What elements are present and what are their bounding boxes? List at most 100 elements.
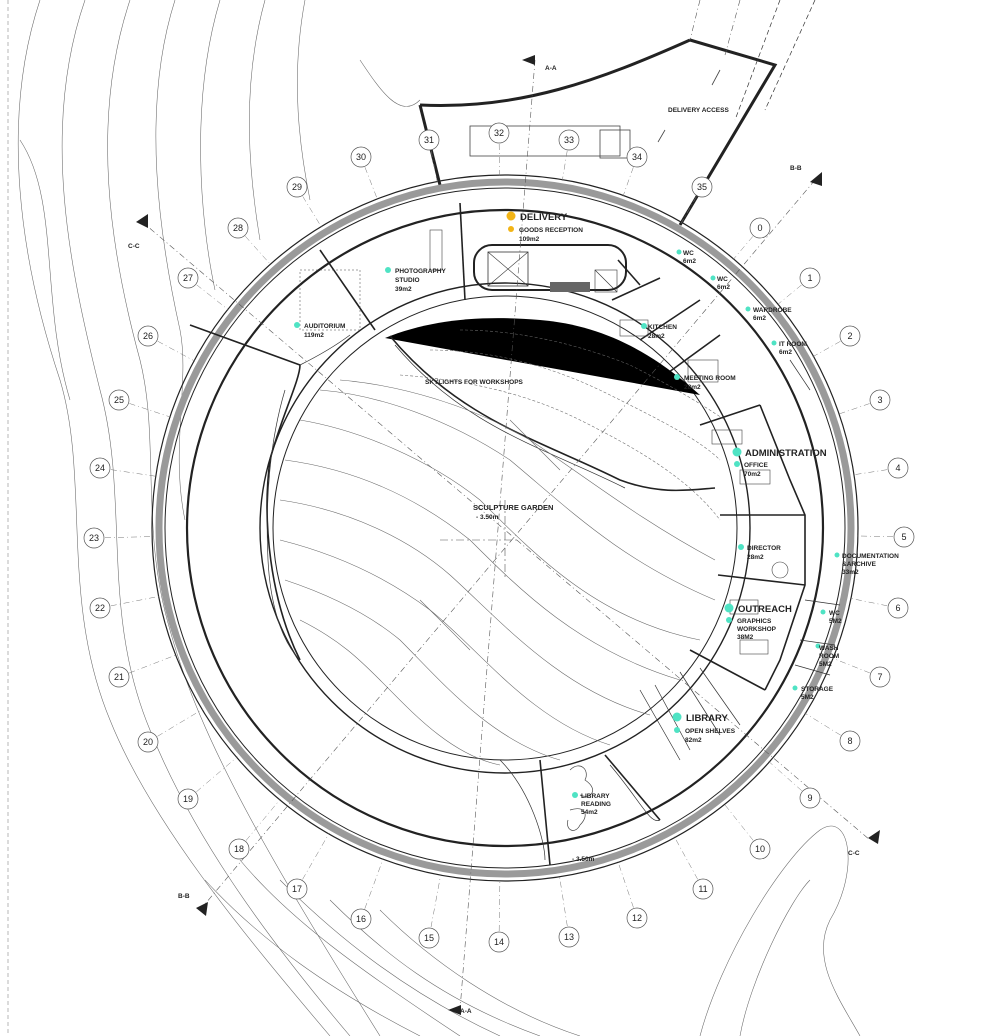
director-dot — [738, 544, 744, 550]
grid-line — [245, 236, 272, 266]
grid-number: 26 — [143, 331, 153, 341]
grid-number: 35 — [697, 182, 707, 192]
grid-bubble — [799, 787, 821, 809]
photography-label-1: PHOTOGRAPHY — [395, 268, 446, 275]
grid-bubble — [286, 878, 308, 900]
goods-reception-label: GOODS RECEPTION — [519, 227, 583, 234]
grid-bubble — [692, 878, 714, 900]
graphics-label-2: WORKSHOP — [737, 626, 777, 633]
grid-number: 24 — [95, 463, 105, 473]
grid-number: 25 — [114, 395, 124, 405]
wash-label-1: WASH — [819, 645, 839, 652]
grid-bubble — [89, 457, 111, 479]
graphics-label-1: GRAPHICS — [737, 618, 772, 625]
grid-number: 6 — [895, 603, 900, 613]
grid-number: 18 — [234, 844, 244, 854]
grid-bubble — [177, 267, 199, 289]
grid-line — [849, 597, 888, 607]
it-room-label: IT ROOM — [779, 341, 807, 348]
grid-line — [852, 469, 888, 476]
grid-number: 4 — [895, 463, 900, 473]
kitchen-label: KITCHEN — [648, 324, 677, 331]
grid-line — [732, 236, 754, 260]
wash-label-2: ROOM — [819, 653, 839, 660]
grid-line — [196, 756, 238, 793]
meeting-area: 28m2 — [684, 384, 701, 391]
grid-number: 29 — [292, 182, 302, 192]
furniture — [299, 229, 789, 831]
wash-area: 5M2 — [819, 661, 832, 668]
wc1-label: WC — [683, 250, 694, 257]
grid-line — [812, 341, 841, 358]
grid-bubble — [893, 526, 915, 548]
library-dot — [672, 712, 682, 722]
grid-line — [559, 875, 568, 927]
grid-number: 33 — [564, 135, 574, 145]
grid-line — [129, 403, 171, 418]
delivery-dot — [506, 211, 516, 221]
grid-line — [856, 535, 894, 538]
grid-line — [838, 403, 870, 415]
administration-dot — [732, 447, 742, 457]
grid-number: 31 — [424, 135, 434, 145]
entry-level-label: - 3.50m — [572, 856, 595, 863]
grid-line — [302, 832, 330, 880]
kitchen-area: 28m2 — [648, 333, 665, 340]
it-room-area: 6m2 — [779, 349, 792, 356]
section-bb-bottom: B-B — [178, 893, 190, 900]
meeting-dot — [674, 374, 680, 380]
documentation-area: 33m2 — [842, 569, 859, 576]
grid-number: 3 — [877, 395, 882, 405]
wardrobe-label: WARDROBE — [753, 307, 792, 314]
grid-bubble — [839, 730, 861, 752]
open-shelves-dot — [674, 727, 680, 733]
grid-bubble — [626, 907, 648, 929]
library-reading-label-2: READING — [581, 801, 611, 808]
sculpture-garden-label: SCULPTURE GARDEN — [473, 503, 553, 512]
library-label: LIBRARY — [686, 713, 729, 724]
wc2-area: 6m2 — [717, 284, 730, 291]
it-room-dot — [771, 340, 777, 346]
office-dot — [734, 461, 740, 467]
section-bb-top: B-B — [790, 165, 802, 172]
grid-bubble — [108, 666, 130, 688]
grid-number: 14 — [494, 937, 504, 947]
wash-dot — [815, 643, 821, 649]
grid-number: 17 — [292, 884, 302, 894]
grid-number: 20 — [143, 737, 153, 747]
auditorium-label: AUDITORIUM — [304, 323, 345, 330]
grid-number: 8 — [847, 736, 852, 746]
grid-bubble — [177, 788, 199, 810]
director-label: DIRECTOR — [747, 545, 781, 552]
grid-bubble — [749, 217, 771, 239]
skylights-label: SKYLIGHTS FOR WORKSHOPS — [425, 379, 524, 386]
goods-reception-dot — [508, 226, 514, 232]
outreach-label: OUTREACH — [738, 604, 792, 615]
goods-reception-area: 109m2 — [519, 236, 540, 243]
grid-line — [245, 798, 281, 841]
grid-number: 5 — [901, 532, 906, 542]
graphics-area: 38M2 — [737, 634, 754, 641]
grid-line — [129, 654, 177, 674]
grid-bubble — [350, 146, 372, 168]
grid-number: 28 — [233, 223, 243, 233]
grid-number: 21 — [114, 672, 124, 682]
grid-bubble — [558, 129, 580, 151]
grid-number: 2 — [847, 331, 852, 341]
grid-bubble — [418, 129, 440, 151]
grid-number: 11 — [698, 884, 707, 894]
section-cc-top: C-C — [128, 243, 140, 250]
documentation-dot — [834, 552, 840, 558]
grid-number: 10 — [755, 844, 765, 854]
library-reading-label-1: LIBRARY — [581, 793, 610, 800]
garden-level-label: - 3.50m — [476, 514, 499, 521]
administration-label: ADMINISTRATION — [745, 448, 827, 459]
section-cc-bottom: C-C — [848, 850, 860, 857]
grid-line — [680, 196, 697, 224]
grid-number: 32 — [494, 128, 504, 138]
wc2-label: WC — [717, 276, 728, 283]
grid-number: 1 — [807, 273, 812, 283]
grid-number: 16 — [356, 914, 366, 924]
storage-dot — [792, 685, 798, 691]
grid-line — [723, 803, 754, 841]
